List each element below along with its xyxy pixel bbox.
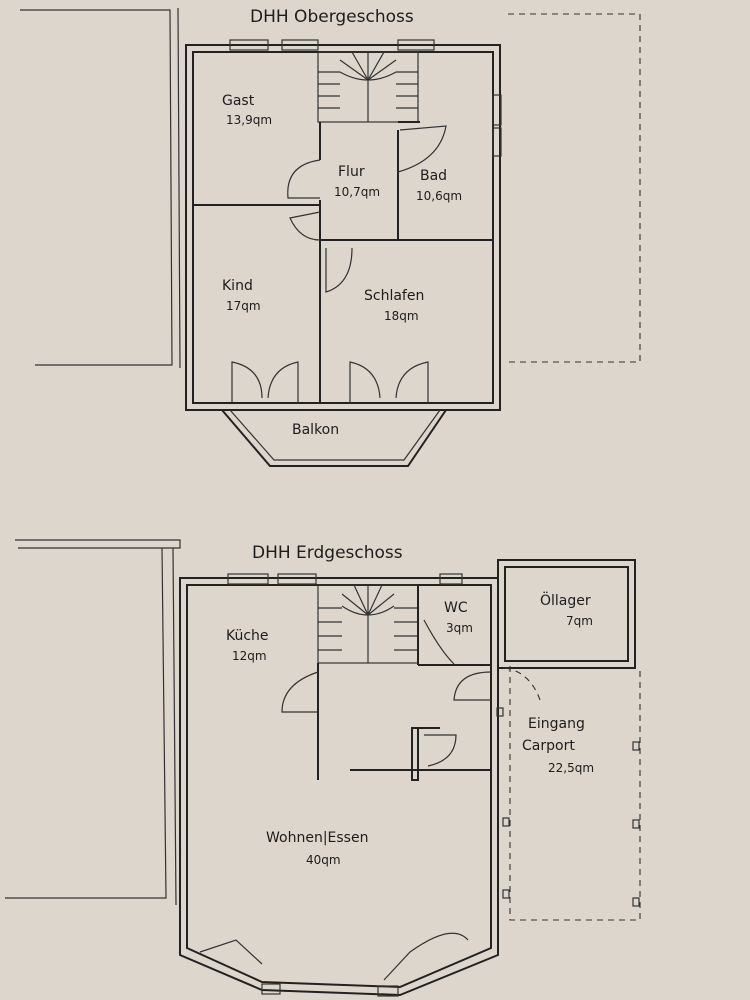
carport-door-swing — [504, 667, 541, 701]
door-wc — [423, 619, 455, 665]
label-bad: Bad — [420, 168, 447, 184]
wall-bad — [397, 130, 493, 241]
label-gast: Gast — [222, 93, 255, 109]
neighbour-wall-lower — [172, 547, 177, 906]
label-balkon: Balkon — [292, 422, 339, 438]
balcony-inner — [229, 409, 441, 461]
area-kind: 17qm — [226, 299, 261, 313]
area-wohnen-essen: 40qm — [306, 853, 341, 867]
oellager-outer — [497, 559, 636, 669]
window-kueche-2 — [277, 573, 317, 585]
balcony-door-schlafen-left — [349, 361, 381, 403]
label-oellager: Öllager — [540, 591, 591, 609]
neighbour-top-band — [15, 539, 181, 549]
label-flur: Flur — [338, 164, 365, 180]
post-3 — [502, 889, 510, 899]
upper-floor-plan: DHH Obergeschoss — [20, 7, 641, 467]
neighbour-wall-line — [177, 7, 181, 369]
post-5 — [632, 819, 640, 829]
label-eingang: Eingang — [528, 716, 585, 732]
window-right-1 — [492, 94, 502, 126]
label-kueche: Küche — [226, 628, 269, 644]
label-carport: Carport — [522, 738, 575, 754]
bay-window-left — [199, 939, 263, 965]
area-kueche: 12qm — [232, 649, 267, 663]
window-top-3 — [397, 39, 435, 51]
door-kind — [289, 211, 321, 241]
window-bay-2 — [377, 985, 399, 997]
area-oellager: 7qm — [566, 614, 593, 628]
area-wc: 3qm — [446, 621, 473, 635]
door-schlafen — [325, 247, 353, 293]
balcony-door-kind-right — [267, 361, 299, 403]
door-kueche — [281, 671, 319, 713]
label-wc: WC — [444, 600, 468, 616]
ground-floor-title: DHH Erdgeschoss — [252, 543, 403, 563]
balcony-door-kind-left — [231, 361, 263, 403]
door-closet — [424, 734, 457, 767]
window-kueche-1 — [227, 573, 269, 585]
door-bad — [397, 125, 447, 173]
neighbour-outline-lower — [5, 547, 167, 899]
area-bad: 10,6qm — [416, 189, 462, 203]
dashed-outline-right — [508, 13, 641, 363]
neighbour-outline-left — [20, 9, 173, 366]
ground-inner-wall — [186, 584, 492, 989]
area-flur: 10,7qm — [334, 185, 380, 199]
label-wohnen-essen: Wohnen|Essen — [266, 830, 368, 846]
area-gast: 13,9qm — [226, 113, 272, 127]
post-6 — [632, 897, 640, 907]
wall-pillar — [411, 727, 419, 781]
door-gast — [287, 159, 321, 199]
door-entrance — [453, 671, 492, 701]
post-2 — [502, 817, 510, 827]
label-schlafen: Schlafen — [364, 288, 424, 304]
balcony-outline — [221, 409, 447, 467]
balcony-door-schlafen-right — [395, 361, 429, 403]
window-top-1 — [229, 39, 269, 51]
window-bay-1 — [261, 983, 281, 995]
door-terrace — [383, 932, 469, 981]
window-top-2 — [281, 39, 319, 51]
carport-dashed-outline — [509, 666, 641, 921]
oellager-inner — [504, 566, 629, 662]
window-right-2 — [492, 127, 502, 157]
post-1 — [496, 707, 504, 717]
post-4 — [632, 741, 640, 751]
upper-floor-title: DHH Obergeschoss — [250, 7, 414, 27]
upper-outer-wall — [185, 44, 501, 411]
upper-staircase — [317, 51, 419, 123]
area-schlafen: 18qm — [384, 309, 419, 323]
label-kind: Kind — [222, 278, 253, 294]
window-wc — [439, 573, 463, 585]
area-carport: 22,5qm — [548, 761, 594, 775]
ground-staircase — [317, 584, 419, 664]
ground-floor-plan: DHH Erdgeschoss — [5, 539, 641, 997]
